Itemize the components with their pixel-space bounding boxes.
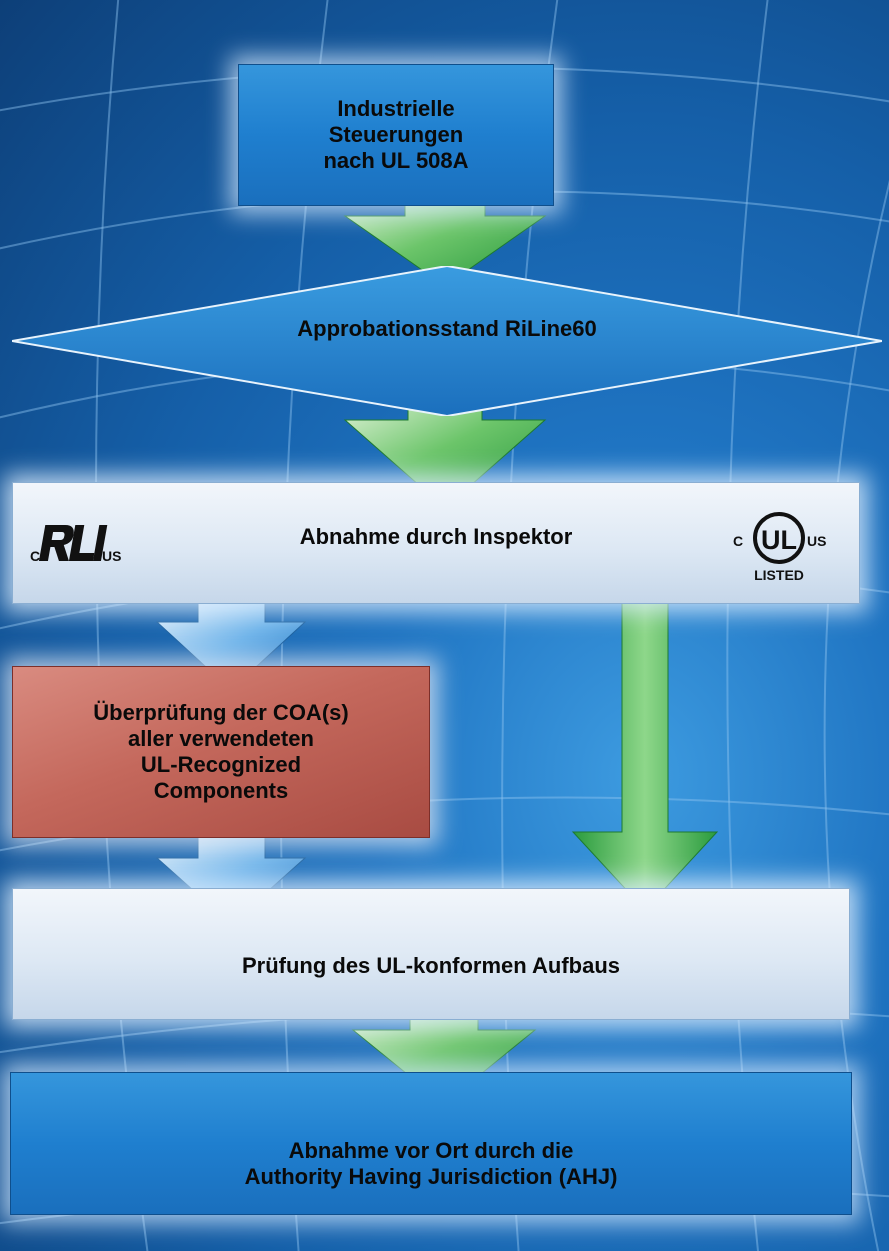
step-ahj-acceptance-label: Abnahme vor Ort durch die Authority Havi… bbox=[244, 1137, 618, 1189]
step-industrial-controls-label: Industrielle Steuerungen nach UL 508A bbox=[323, 96, 469, 173]
step-inspector-box: Abnahme durch Inspektor bbox=[12, 482, 860, 604]
ul-listed-mark-icon: UL C US LISTED bbox=[733, 512, 826, 583]
recognized-right-letters: US bbox=[102, 548, 121, 564]
step-inspector-label: Abnahme durch Inspektor bbox=[299, 524, 573, 550]
recognized-left-letter: C bbox=[30, 548, 40, 564]
decision-approval-diamond bbox=[12, 266, 882, 416]
step-coa-review-label: Überprüfung der COA(s) aller verwendeten… bbox=[93, 700, 349, 803]
decision-approval-label: Approbationsstand RiLine60 bbox=[297, 316, 597, 341]
step-ahj-acceptance-box: Abnahme vor Ort durch die Authority Havi… bbox=[10, 1072, 852, 1215]
step-industrial-controls-box: Industrielle Steuerungen nach UL 508A bbox=[238, 64, 554, 206]
arrow-step3-to-step4 bbox=[155, 601, 307, 691]
listed-bottom-text: LISTED bbox=[754, 567, 804, 583]
step-compliant-build-box: Prüfung des UL-konformen Aufbaus bbox=[12, 888, 850, 1020]
step-compliant-build-label: Prüfung des UL-konformen Aufbaus bbox=[241, 953, 621, 979]
arrow-step3-to-step5 bbox=[571, 601, 719, 911]
listed-right-letters: US bbox=[807, 533, 826, 549]
step-coa-review-box: Überprüfung der COA(s) aller verwendeten… bbox=[12, 666, 430, 838]
listed-center-letters: UL bbox=[761, 525, 797, 555]
listed-left-letter: C bbox=[733, 533, 743, 549]
ul-recognized-component-mark-icon: C US bbox=[30, 525, 121, 564]
